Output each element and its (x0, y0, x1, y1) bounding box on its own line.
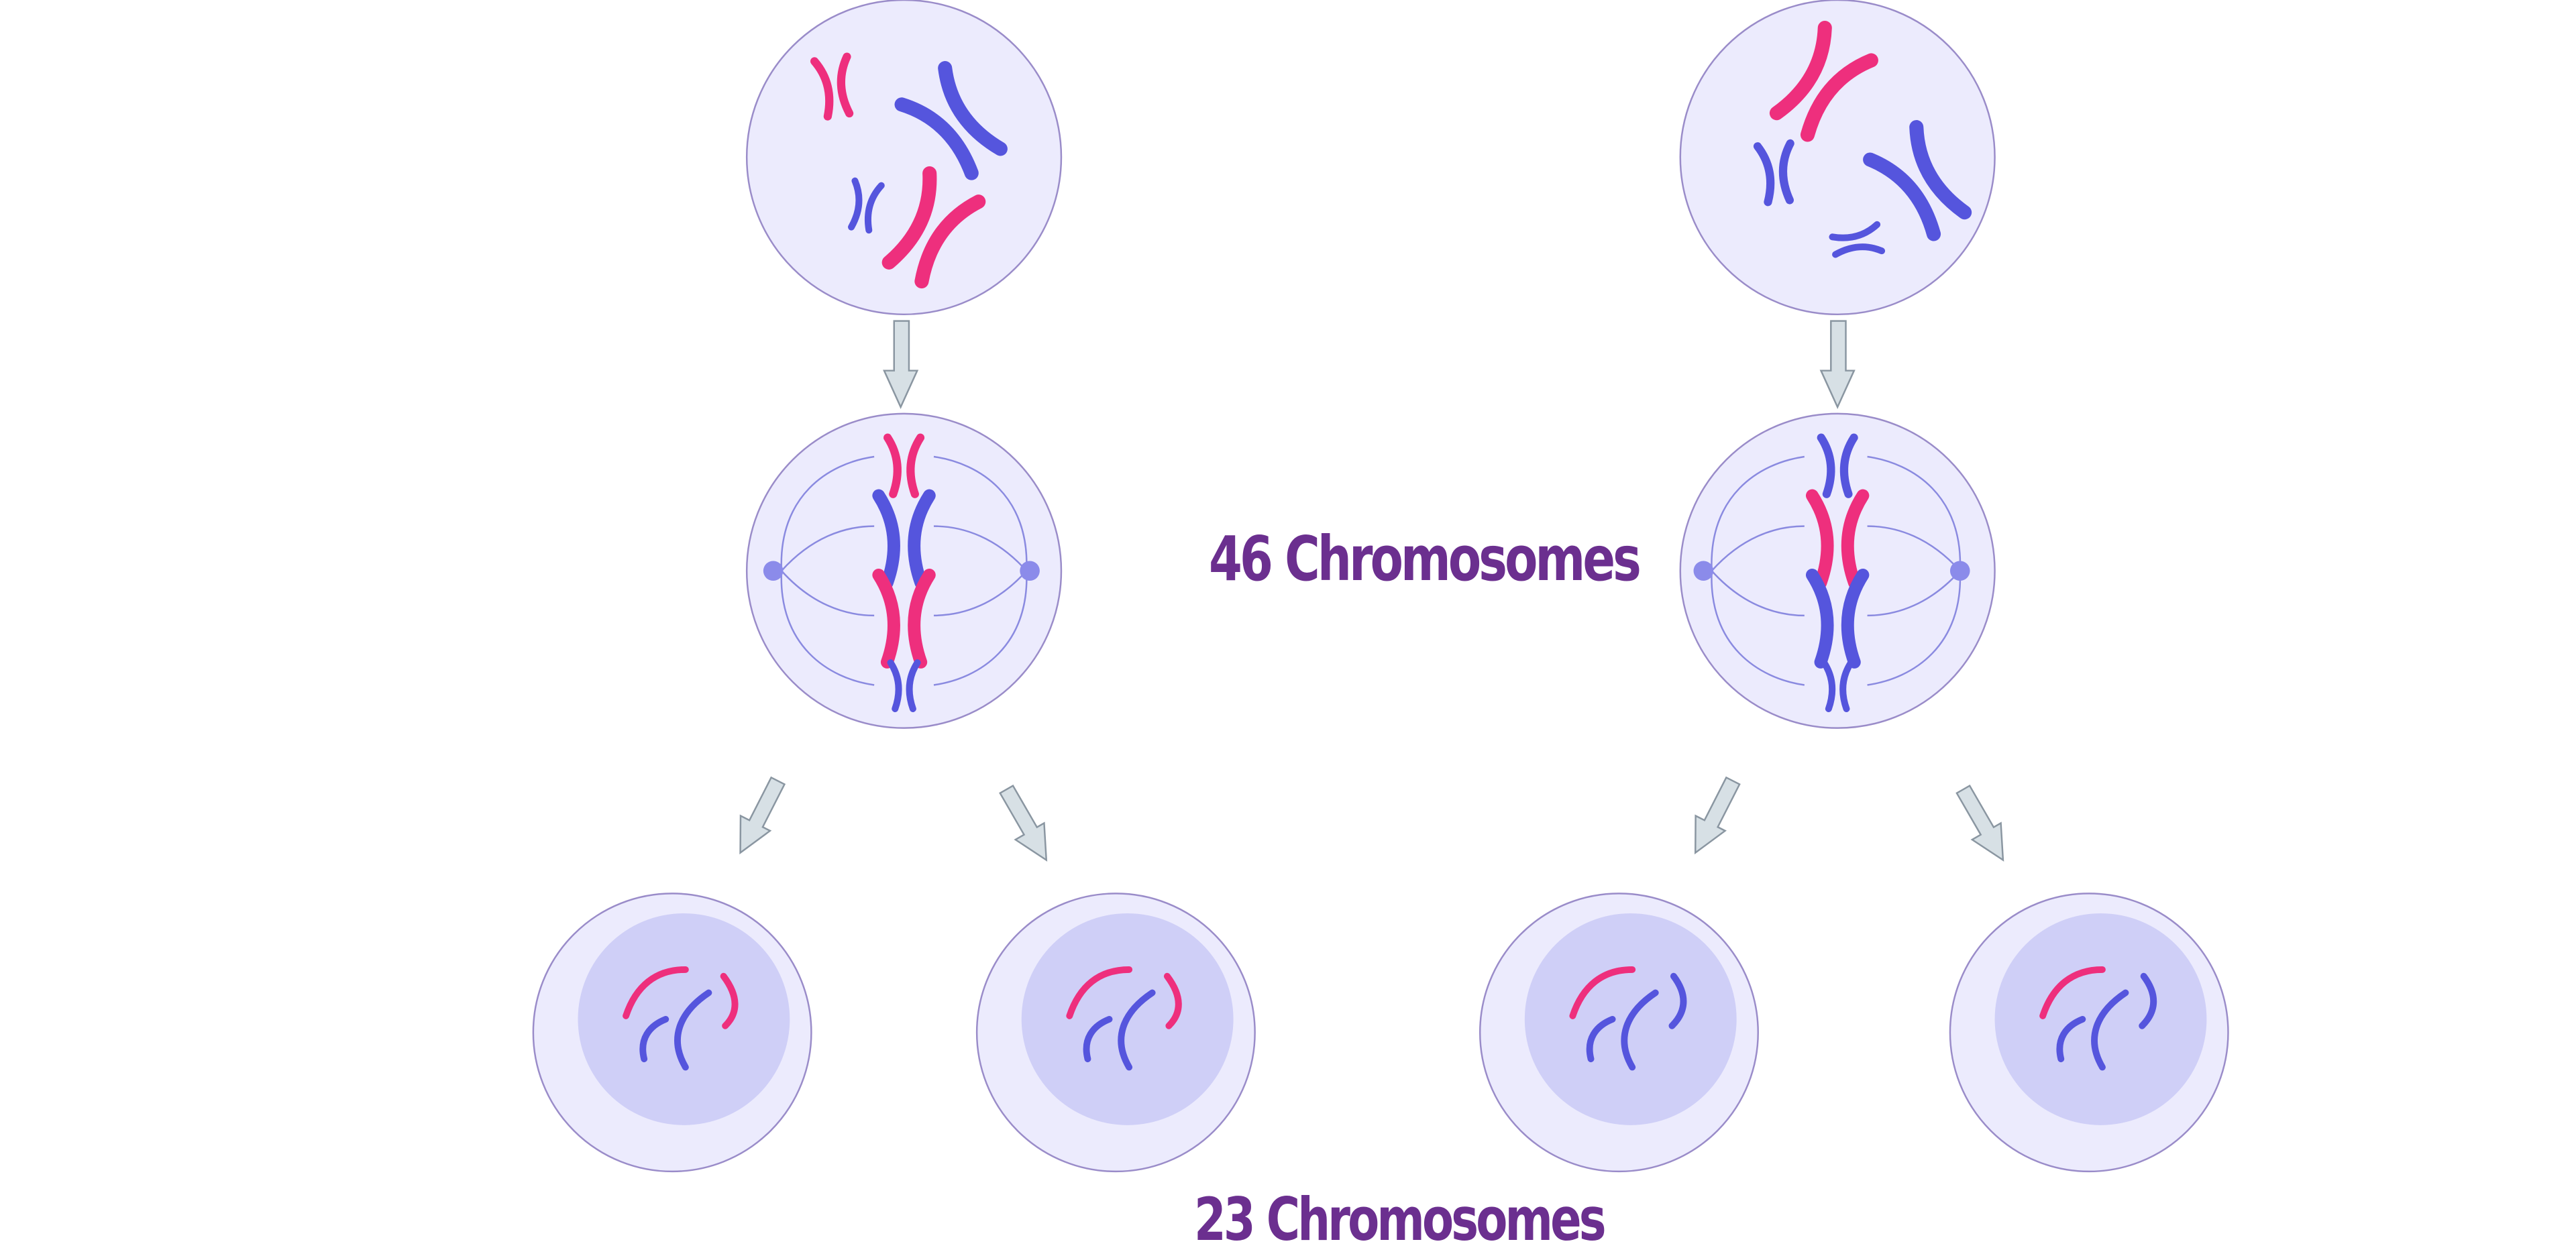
metaphase-cell-left (745, 412, 1063, 729)
centrosome (1693, 561, 1714, 581)
down-arrow-icon (883, 320, 919, 409)
down-arrow-icon (1819, 320, 1856, 409)
daughter-cell (532, 893, 812, 1173)
centrosome (1949, 561, 1970, 581)
chromatids (623, 966, 739, 1071)
down-right-arrow-icon (999, 784, 1048, 862)
parent-cell-left (746, 0, 1063, 315)
chromatids (1066, 966, 1182, 1071)
parent-cell-right (1679, 0, 1996, 315)
down-left-arrow-icon (739, 776, 786, 855)
parent-chromosome-count-label: 46 Chromosomes (1209, 523, 1642, 595)
daughter-cell (975, 893, 1256, 1173)
centrosome (763, 561, 784, 581)
centrosome (1020, 561, 1040, 581)
down-left-arrow-icon (1694, 776, 1741, 855)
down-right-arrow-icon (1955, 784, 2004, 862)
chromatids (1569, 966, 1687, 1071)
daughter-chromosome-count-label: 23 Chromosomes (1194, 1185, 1607, 1254)
spindle-fibers (780, 455, 1028, 686)
daughter-cell (1479, 893, 1759, 1173)
chromatids (2039, 966, 2157, 1071)
daughter-cell (1949, 893, 2229, 1173)
spindle-fibers (1711, 455, 1962, 686)
metaphase-cell-right (1679, 412, 1996, 729)
